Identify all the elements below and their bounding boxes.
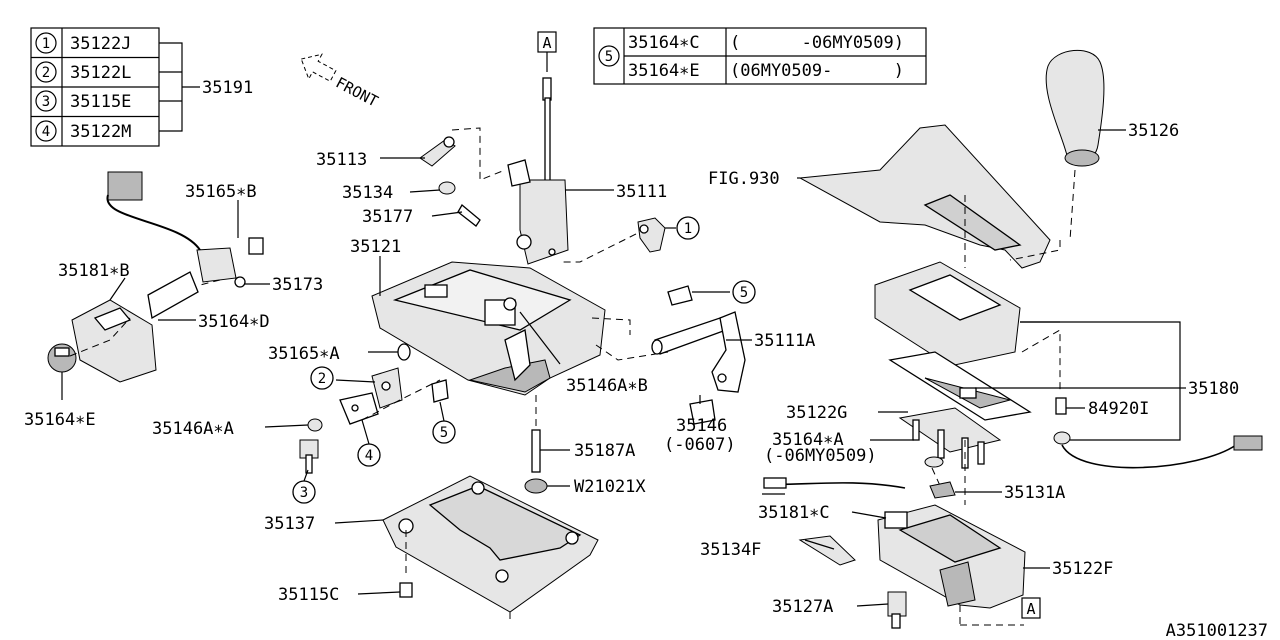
callout-4: 4: [365, 448, 373, 464]
detent-parts: [419, 127, 506, 227]
label-35146: 35146: [676, 416, 727, 436]
cover-plate: [382, 475, 599, 620]
pin-35187a: [524, 395, 548, 494]
shift-lever: [507, 77, 569, 265]
indicator-assembly: [874, 261, 1263, 469]
svg-text:A: A: [542, 34, 551, 52]
variant-range-1: ( -06MY0509): [730, 33, 904, 53]
front-arrow: FRONT: [300, 53, 381, 111]
part-labels: 35113 35134 35177 35111 35165∗B 35121 35…: [24, 121, 1239, 617]
rod-35111a: [651, 285, 746, 425]
variant-num: 5: [605, 49, 613, 65]
callout-3: 3: [300, 485, 308, 501]
diagram-id: A351001237: [1166, 621, 1268, 640]
legend-part-4: 35122M: [70, 122, 131, 142]
legend-num-3: 3: [42, 94, 50, 110]
callout-5-right: 5: [740, 285, 748, 301]
label-35121: 35121: [350, 237, 401, 257]
label-35115c: 35115C: [278, 585, 339, 605]
label-35122f: 35122F: [1052, 559, 1113, 579]
callout-1: 1: [684, 221, 692, 237]
legend-num-1: 1: [42, 36, 50, 52]
legend-part-3: 35115E: [70, 92, 131, 112]
label-35187a: 35187A: [574, 441, 635, 461]
label-35181b: 35181∗B: [58, 261, 130, 281]
callout-2: 2: [318, 371, 326, 387]
label-35113: 35113: [316, 150, 367, 170]
label-35181c: 35181∗C: [758, 503, 830, 523]
callout-5-left: 5: [440, 425, 448, 441]
label-w21021x: W21021X: [574, 477, 646, 497]
label-35134: 35134: [342, 183, 393, 203]
label-35122g: 35122G: [786, 403, 847, 423]
variant-part-2: 35164∗E: [628, 61, 700, 81]
label-35146ab: 35146A∗B: [566, 376, 648, 396]
shift-knob: [1045, 49, 1105, 241]
variant-table: 5 35164∗C 35164∗E ( -06MY0509) (06MY0509…: [593, 27, 927, 85]
front-label: FRONT: [333, 73, 381, 110]
ref-marker-bottom: A: [1026, 600, 1035, 618]
label-35146aa: 35146A∗A: [152, 419, 234, 439]
legend-num-2: 2: [42, 65, 50, 81]
label-35131a: 35131A: [1004, 483, 1065, 503]
legend-part-1: 35122J: [70, 34, 131, 54]
label-84920i: 84920I: [1088, 399, 1149, 419]
legend-part-2: 35122L: [70, 63, 131, 83]
label-35164e: 35164∗E: [24, 410, 96, 430]
label-35165b: 35165∗B: [185, 182, 257, 202]
legend-num-4: 4: [42, 124, 50, 140]
legend-assembly-label: 35191: [202, 78, 253, 98]
leader-lines: [61, 129, 1186, 607]
label-35111a: 35111A: [754, 331, 815, 351]
label-35177: 35177: [362, 207, 413, 227]
base-35122f: A: [877, 440, 1041, 626]
solenoid-group: [47, 171, 264, 383]
label-35165a: 35165∗A: [268, 344, 340, 364]
label-35111: 35111: [616, 182, 667, 202]
harness-35131a: [762, 477, 956, 499]
label-35137: 35137: [264, 514, 315, 534]
ref-marker-top: A: [537, 31, 557, 72]
small-parts-left: [299, 343, 449, 474]
label-35126: 35126: [1128, 121, 1179, 141]
label-fig930: FIG.930: [708, 169, 780, 189]
label-35173: 35173: [272, 275, 323, 295]
variant-part-1: 35164∗C: [628, 33, 700, 53]
label-35164d: 35164∗D: [198, 312, 270, 332]
label-35164a: 35164∗A: [772, 430, 844, 450]
label-35134f: 35134F: [700, 540, 761, 560]
shifter-base: [371, 261, 669, 396]
legend-table: 1 2 3 4 35122J 35122L 35115E 35122M 3519…: [30, 27, 253, 147]
console-trim: [798, 124, 1061, 269]
label-35127a: 35127A: [772, 597, 833, 617]
label-35146-range: (-0607): [664, 435, 736, 455]
bracket-part-1: [562, 217, 676, 263]
variant-range-2: (06MY0509- ): [730, 61, 904, 81]
label-35164a-range: (-06MY0509): [764, 446, 877, 466]
callout-bubbles: 1 5 2 4 3 5: [292, 216, 756, 504]
label-35180: 35180: [1188, 379, 1239, 399]
